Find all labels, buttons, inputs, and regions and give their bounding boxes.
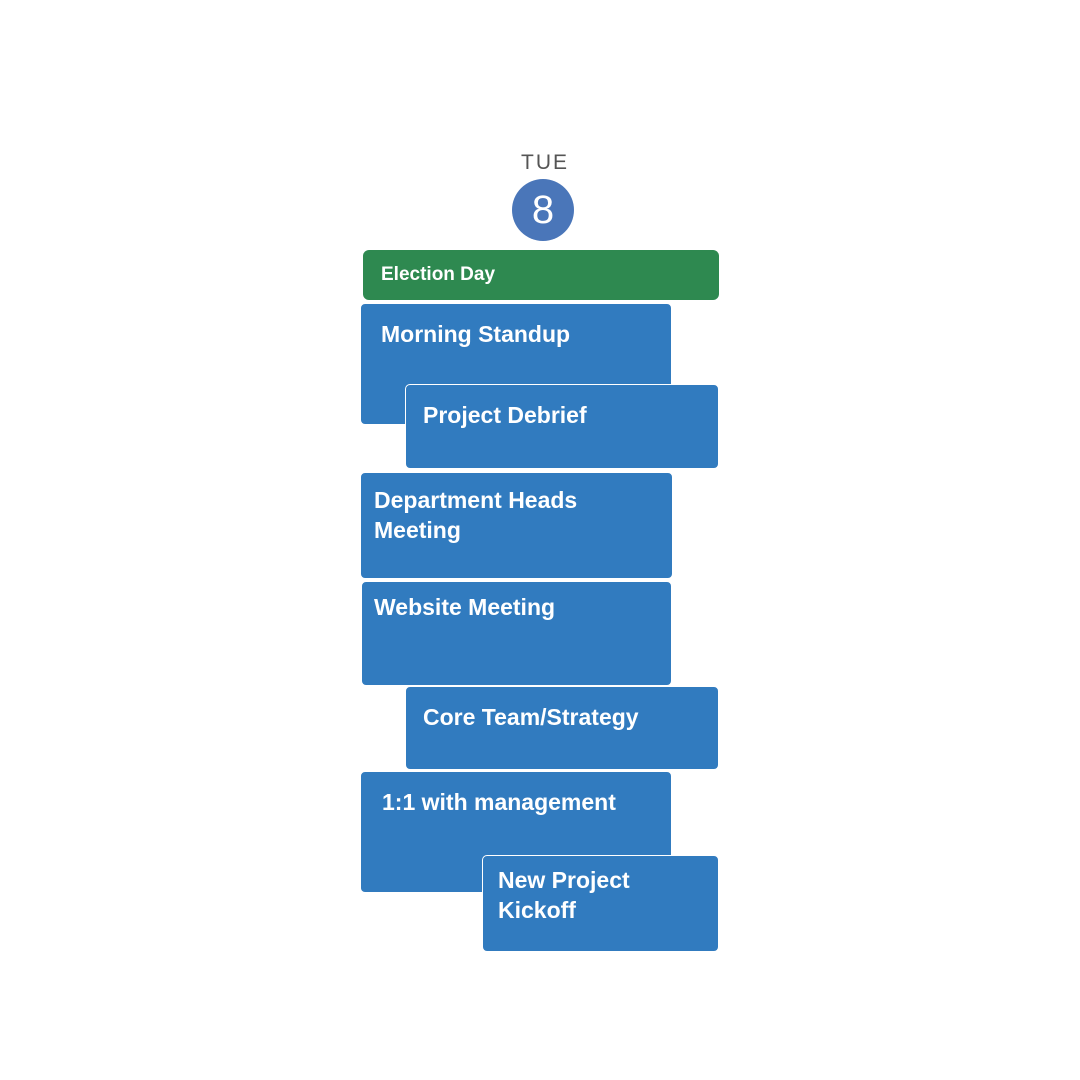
event-department-heads-meeting[interactable]: Department Heads Meeting [360, 472, 673, 579]
weekday-label: TUE [521, 151, 569, 174]
event-website-meeting[interactable]: Website Meeting [361, 581, 672, 686]
event-new-project-kickoff[interactable]: New Project Kickoff [482, 855, 719, 952]
event-project-debrief[interactable]: Project Debrief [405, 384, 719, 469]
event-core-team-strategy[interactable]: Core Team/Strategy [405, 686, 719, 770]
all-day-event-election-day[interactable]: Election Day [363, 250, 719, 300]
date-circle[interactable]: 8 [512, 179, 574, 241]
